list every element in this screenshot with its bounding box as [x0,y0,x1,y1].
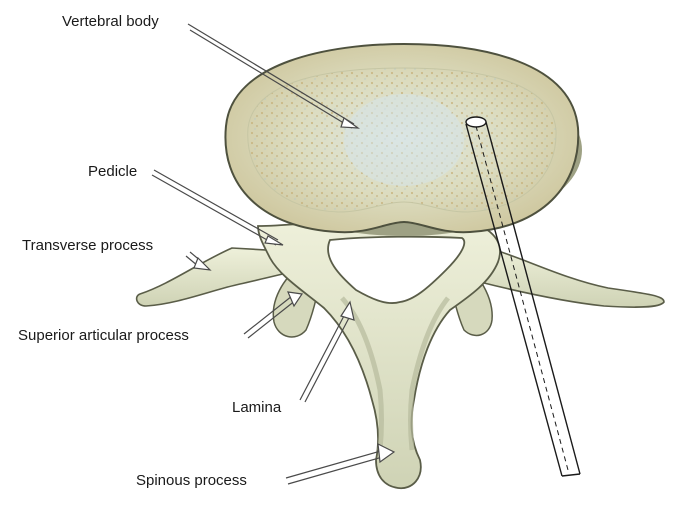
vertebral-body-center [344,94,464,186]
label-pedicle: Pedicle [88,164,137,179]
label-vertebral-body: Vertebral body [62,14,159,29]
label-spinous-process: Spinous process [136,473,247,488]
label-lamina: Lamina [232,400,281,415]
label-transverse-process: Transverse process [22,238,153,253]
label-superior-articular-process: Superior articular process [18,328,189,343]
